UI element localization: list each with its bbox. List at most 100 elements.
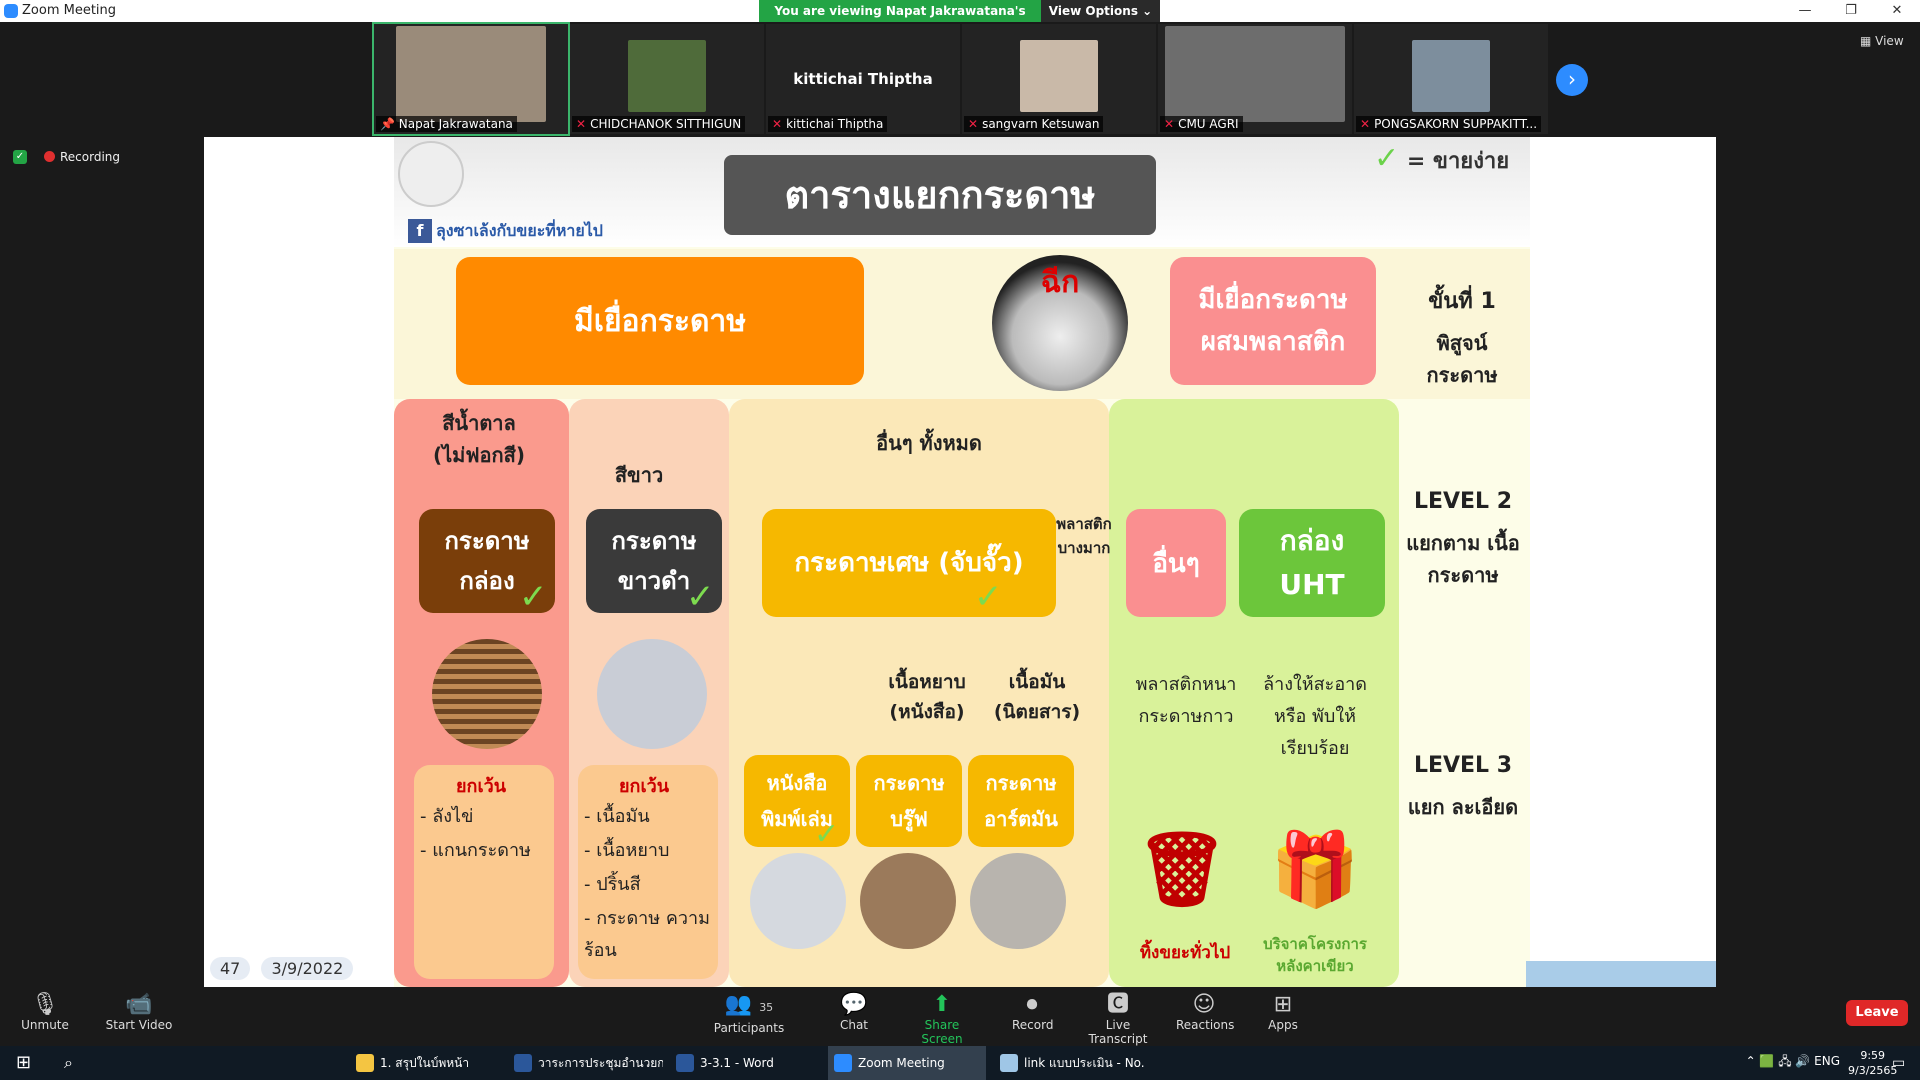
view-options-button[interactable]: View Options ⌄ [1041,0,1160,22]
gift-icon: 🎁 [1270,827,1360,911]
participant-name: 📌 Napat Jakrawatana [376,116,517,132]
participant-tile[interactable]: ✕CHIDCHANOK SITTHIGUN [570,24,764,134]
avatar [1412,40,1490,112]
reactions-button[interactable]: ☺Reactions [1176,992,1235,1032]
col-brown-heading: สีน้ำตาล (ไม่ฟอกสี) [432,411,525,467]
word-icon [514,1054,532,1072]
muted-mic-icon: ✕ [1164,117,1175,131]
participant-display-name: kittichai Thiptha [793,70,933,88]
slide-date: 3/9/2022 [261,957,354,980]
security-shield-icon[interactable]: ✓ [13,150,27,164]
box-art: กระดาษ อาร์ตมัน [968,755,1074,847]
box-kraft: กระดาษ กล่อง [419,509,555,613]
box-pulp-plastic: มีเยื่อกระดาษ ผสมพลาสติก [1170,257,1376,385]
except-box-white [578,765,718,979]
apps-button[interactable]: ⊞Apps [1268,992,1298,1032]
share-screen-button[interactable]: ⬆Share Screen [904,992,980,1046]
start-button[interactable]: ⊞ [16,1052,32,1073]
apps-icon: ⊞ [1273,992,1293,1017]
restore-button[interactable]: ❐ [1845,3,1857,18]
recording-indicator: Recording [44,150,120,164]
participant-tile[interactable]: 📌 Napat Jakrawatana [372,22,570,136]
chrome-icon[interactable] [250,1046,284,1080]
participant-name: ✕CMU AGRI [1160,116,1243,132]
start-video-button[interactable]: 📹Start Video [105,992,173,1032]
participant-strip: 📌 Napat Jakrawatana ✕CHIDCHANOK SITTHIGU… [372,22,1548,136]
muted-mic-icon: 🎙 [31,992,59,1017]
view-button[interactable]: ▦ View [1860,34,1904,48]
zoom-icon [834,1054,852,1072]
participant-tile[interactable]: kittichai Thiptha ✕kittichai Thiptha [766,24,960,134]
close-button[interactable]: ✕ [1891,3,1903,18]
language-indicator: ENG [1814,1054,1840,1068]
participant-tile[interactable]: ✕CMU AGRI [1158,24,1352,134]
except-heading: ยกเว้น [456,776,507,797]
muted-mic-icon: ✕ [968,117,979,131]
taskbar-item[interactable]: วาระการประชุมอำนวยก... [508,1046,663,1080]
chat-button[interactable]: 💬Chat [836,992,872,1032]
rough-label: เนื้อหยาบ (หนังสือ) [888,671,966,723]
except-item: - ปริ้นสี [584,874,641,895]
check-icon: ✓ [814,817,840,852]
participant-name: ✕kittichai Thiptha [768,116,888,132]
leave-button[interactable]: Leave [1846,1000,1908,1026]
avatar [396,26,546,122]
except-item: - ลังไข่ [420,806,474,827]
minimize-button[interactable]: — [1798,3,1812,18]
record-button[interactable]: ⏺Record [1012,992,1054,1032]
legend: ✓ = ขายง่าย [1374,141,1510,176]
edge-icon[interactable] [200,1046,234,1080]
grid-icon: ▦ [1860,34,1876,48]
line-icon[interactable] [300,1046,334,1080]
paint-icon[interactable] [150,1046,184,1080]
magazine-image [970,853,1066,949]
taskbar-item[interactable]: link แบบประเมิน - No... [994,1046,1144,1080]
record-dot-icon [44,151,55,162]
participant-name: ✕PONGSAKORN SUPPAKITT... [1356,116,1542,132]
participant-tile[interactable]: ✕PONGSAKORN SUPPAKITT... [1354,24,1548,134]
box-paper-pulp: มีเยื่อกระดาษ [456,257,864,385]
page-number[interactable]: 47 [210,957,251,980]
check-icon: ✓ [686,577,715,617]
except-box-kraft [414,765,554,979]
muted-mic-icon: ✕ [772,117,783,131]
avatar [628,40,706,112]
level2-sublabel: แยกตาม เนื้อกระดาษ [1406,531,1520,587]
pin-icon: 📌 [380,117,399,131]
calculator-icon[interactable] [100,1046,134,1080]
check-icon: ✓ [519,577,548,617]
taskbar-item[interactable]: Zoom Meeting [828,1046,986,1080]
taskbar-item[interactable]: 3-3.1 - Word [670,1046,820,1080]
next-page-arrow-icon[interactable]: › [1556,64,1588,96]
folder-icon [356,1054,374,1072]
participant-tile[interactable]: ✕sangvarn Ketsuwan [962,24,1156,134]
participants-count: 35 [759,1001,774,1014]
tray-icons: ⌃ 🟩 🖧 🔊 [1745,1054,1815,1068]
chat-icon: 💬 [840,992,868,1017]
box-mixed: กระดาษเศษ (จับจั๊ว) [762,509,1056,617]
unmute-button[interactable]: 🎙Unmute [21,992,69,1032]
participant-name: ✕CHIDCHANOK SITTHIGUN [572,116,746,132]
except-heading: ยกเว้น [619,776,670,797]
system-tray[interactable]: ⌃ 🟩 🖧 🔊 ENG [1746,1052,1840,1073]
participants-icon: 👥 35 [724,992,774,1017]
donate-label: บริจาคโครงการ หลังคาเขียว [1263,935,1367,975]
taskbar-item[interactable]: 1. สรุปในบ์พหน้า [350,1046,500,1080]
participant-name: ✕sangvarn Ketsuwan [964,116,1104,132]
zoom-logo-icon [4,4,18,18]
box-black-white: กระดาษ ขาวดำ [586,509,722,613]
box-newspaper: หนังสือ พิมพ์เล่ม [744,755,850,847]
check-icon: ✓ [974,577,1003,617]
level3-label: LEVEL 3 [1413,753,1513,778]
col-other-heading: อื่นๆ ทั้งหมด [876,431,982,455]
except-item: - แกนกระดาษ [420,840,531,861]
thin-plastic-label: พลาสติก บางมาก [1056,515,1112,557]
search-icon[interactable]: ⌕ [64,1053,73,1072]
box-other: อื่นๆ [1126,509,1226,617]
live-transcript-button[interactable]: 🅲Live Transcript [1078,992,1158,1046]
notifications-icon[interactable]: ▭ [1892,1055,1906,1071]
